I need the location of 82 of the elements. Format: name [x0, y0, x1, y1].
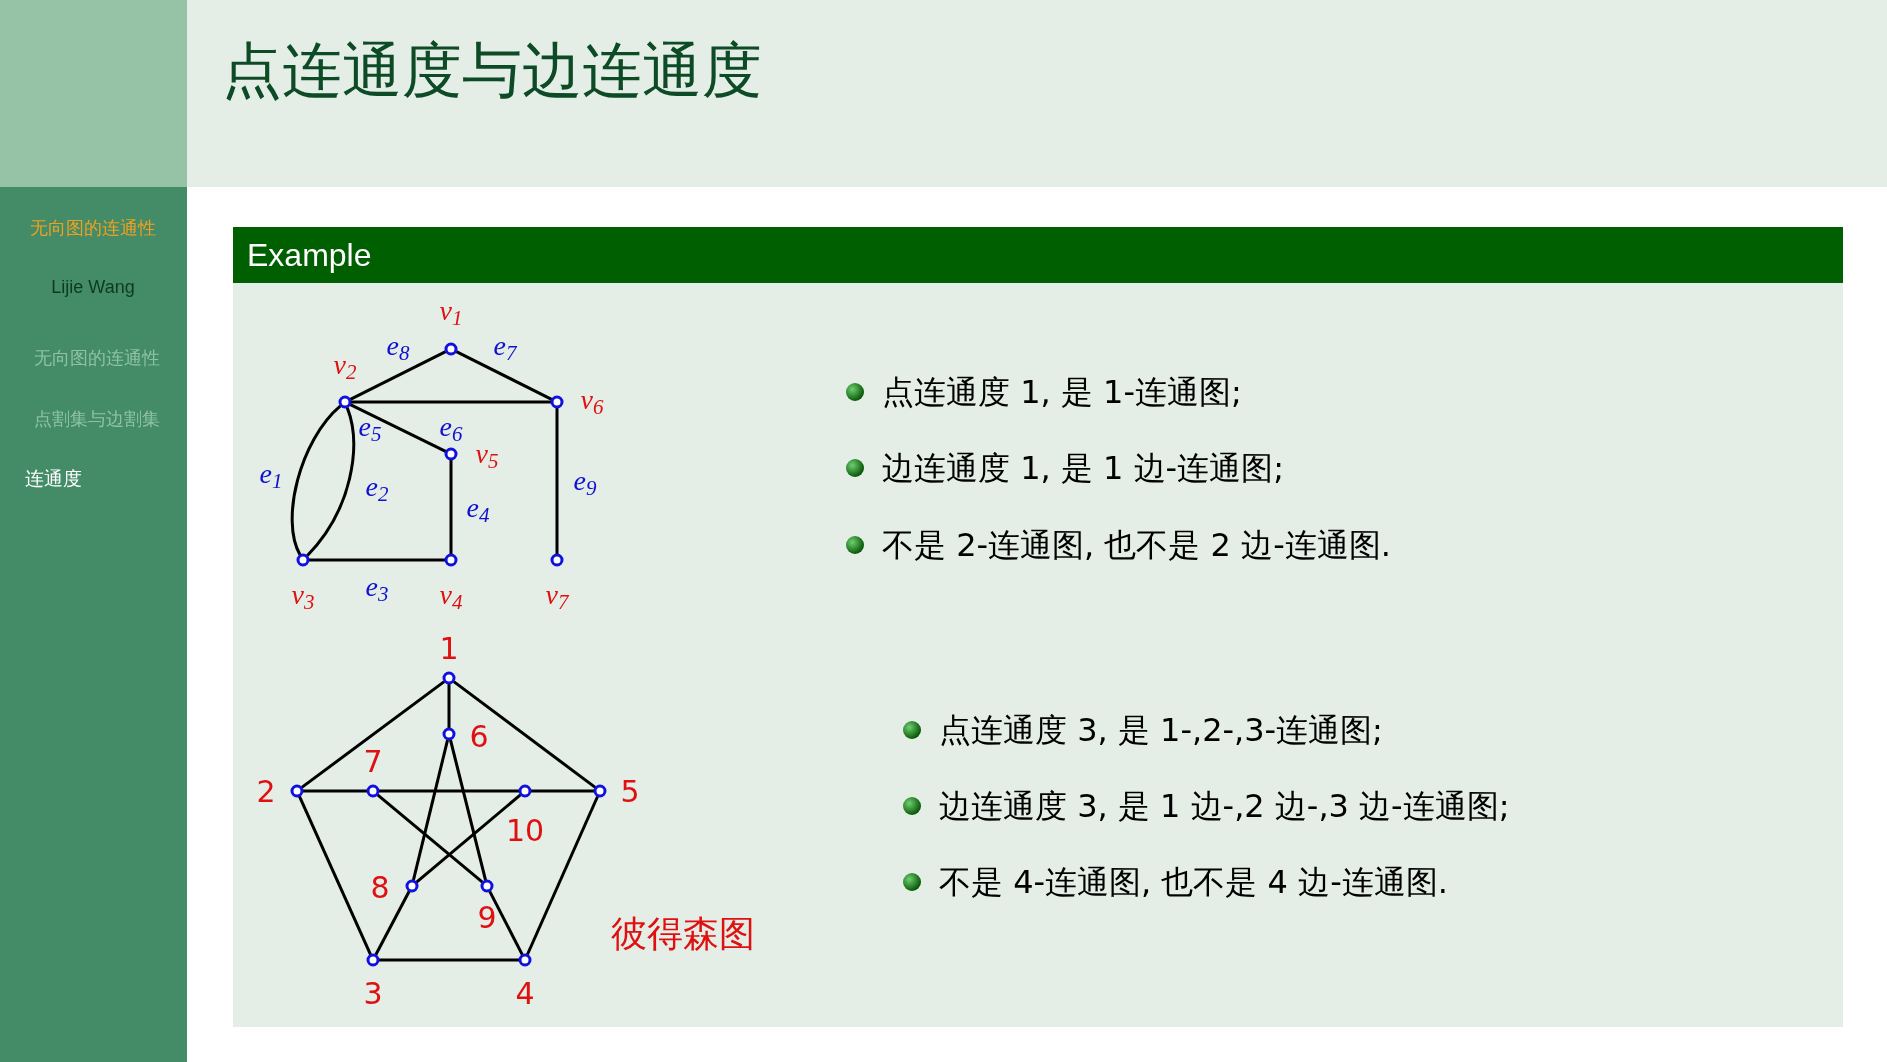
- edge-label: e$_{4}$: [466, 491, 490, 529]
- edge-label: e$_{2}$: [365, 470, 389, 508]
- graph-edge: [526, 795, 599, 956]
- vertex-label: v$_{4}$: [439, 578, 463, 616]
- graph-edge: [488, 890, 524, 956]
- graph-vertex: [338, 395, 352, 409]
- vertex-label: 7: [363, 742, 383, 781]
- graph-vertex: [550, 553, 564, 567]
- graph-vertex: [518, 784, 532, 798]
- graph-edge: [298, 795, 372, 956]
- graph-vertex: [442, 671, 456, 685]
- graph-edge: [455, 350, 553, 401]
- bullet-text: 点连通度 1, 是 1-连通图;: [882, 372, 1242, 413]
- bullet-text: 边连通度 3, 是 1 边-,2 边-,3 边-连通图;: [939, 786, 1510, 827]
- graph-edge: [379, 958, 519, 962]
- vertex-label: v$_{2}$: [333, 348, 357, 386]
- vertex-label: 5: [620, 772, 640, 811]
- author-name: Lijie Wang: [51, 275, 135, 299]
- graph-edge: [379, 789, 519, 793]
- nav-section-link: 连通度: [25, 465, 82, 491]
- graph-vertex: [296, 553, 310, 567]
- graph-edge: [452, 680, 597, 789]
- section-heading: 无向图的连通性: [30, 215, 156, 240]
- graph-edge: [349, 350, 447, 401]
- graph-edge: [447, 684, 451, 728]
- graph-edge: [531, 789, 594, 793]
- vertex-label: v$_{3}$: [291, 578, 315, 616]
- vertex-label: 2: [256, 772, 276, 811]
- edge-label: e$_{5}$: [358, 410, 382, 448]
- vertex-label: v$_{7}$: [545, 578, 569, 616]
- graph-edge: [411, 739, 450, 881]
- vertex-label: 10: [505, 811, 545, 850]
- graph-caption: 彼得森图: [611, 912, 755, 956]
- edge-label: e$_{8}$: [386, 329, 410, 367]
- vertex-label: 1: [439, 629, 459, 668]
- vertex-label: 8: [370, 868, 390, 907]
- example-block: [233, 227, 1843, 1027]
- graph-edge: [449, 460, 453, 554]
- graph-edge: [555, 408, 559, 554]
- graph-edge: [306, 407, 355, 557]
- graph-edge: [300, 680, 446, 789]
- graph-vertex: [550, 395, 564, 409]
- graph-vertex: [290, 784, 304, 798]
- graph-vertex: [444, 553, 458, 567]
- vertex-label: v$_{1}$: [439, 294, 463, 332]
- graph-vertex: [405, 879, 419, 893]
- graph-vertex: [444, 342, 458, 356]
- graph-vertex: [444, 447, 458, 461]
- edge-label: e$_{3}$: [365, 570, 389, 608]
- vertex-label: 9: [477, 898, 497, 937]
- graph-vertex: [442, 727, 456, 741]
- vertex-label: 6: [469, 717, 489, 756]
- graph-vertex: [593, 784, 607, 798]
- bullet-text: 不是 4-连通图, 也不是 4 边-连通图.: [939, 862, 1448, 903]
- edge-label: e$_{6}$: [439, 410, 463, 448]
- edge-label: e$_{1}$: [259, 457, 283, 495]
- edge-label: e$_{9}$: [573, 464, 597, 502]
- graph-edge: [349, 403, 447, 453]
- graph-edge: [374, 890, 411, 956]
- graph-edge: [376, 793, 484, 884]
- bullet-text: 边连通度 1, 是 1 边-连通图;: [882, 448, 1284, 489]
- edge-label: e$_{7}$: [493, 329, 517, 367]
- graph-edge: [290, 404, 342, 556]
- graph-edge: [449, 739, 487, 881]
- graph-vertex: [480, 879, 494, 893]
- vertex-label: v$_{6}$: [580, 383, 604, 421]
- graph-vertex: [518, 953, 532, 967]
- graph-vertex: [366, 953, 380, 967]
- vertex-label: v$_{5}$: [475, 437, 499, 475]
- vertex-label: 3: [363, 974, 383, 1013]
- graph-edge: [303, 789, 367, 793]
- vertex-label: 4: [515, 974, 535, 1013]
- slide-title: 点连通度与边连通度: [222, 40, 762, 100]
- nav-section-link: 无向图的连通性: [34, 345, 160, 370]
- graph-edge: [309, 558, 445, 562]
- nav-section-link: 点割集与边割集: [34, 406, 160, 431]
- block-title: Example: [233, 227, 1843, 283]
- graph-vertex: [366, 784, 380, 798]
- graph-edge: [415, 793, 522, 884]
- graph-edge: [351, 400, 551, 404]
- bullet-text: 不是 2-连通图, 也不是 2 边-连通图.: [882, 525, 1391, 566]
- bullet-text: 点连通度 3, 是 1-,2-,3-连通图;: [939, 710, 1383, 751]
